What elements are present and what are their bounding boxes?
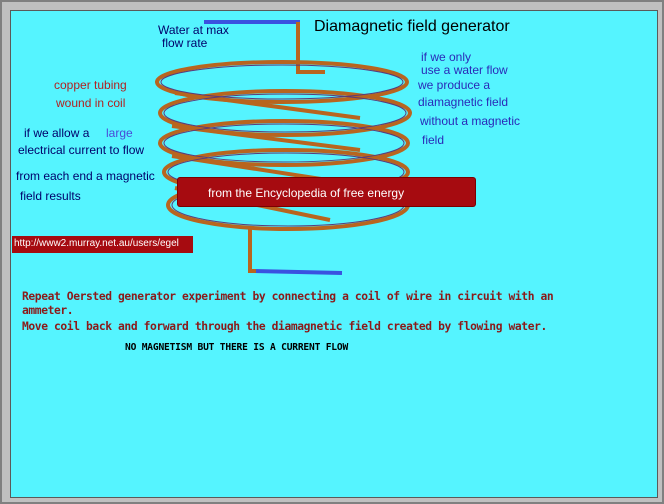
label-only-5: without a magnetic — [420, 114, 521, 128]
label-only-3: we produce a — [418, 78, 491, 92]
paragraph-line-2: ammeter. — [22, 304, 74, 317]
label-allow-2: electrical current to flow — [18, 143, 145, 157]
coil-shading — [160, 64, 407, 227]
outlet-tube — [248, 229, 256, 273]
feed-tube — [296, 22, 325, 74]
source-url[interactable]: http://www2.murray.net.au/users/egel — [14, 238, 179, 249]
url-box — [12, 236, 193, 253]
page-title: Diamagnetic field generator — [314, 18, 510, 35]
banner-text: from the Encyclopedia of free energy — [208, 186, 405, 200]
label-copper-2: wound in coil — [56, 96, 126, 110]
label-water-max-1: Water at max — [158, 23, 229, 37]
label-copper-1: copper tubing — [54, 78, 127, 92]
label-only-4: diamagnetic field — [418, 95, 509, 109]
banner-box — [178, 178, 475, 206]
paragraph-line-1: Repeat Oersted generator experiment by c… — [22, 290, 554, 303]
outlet-pipe — [253, 269, 343, 275]
paragraph-line-3: Move coil back and forward through the d… — [22, 320, 547, 333]
label-water-max-2: flow rate — [162, 36, 208, 50]
caps-statement: NO MAGNETISM BUT THERE IS A CURRENT FLOW — [125, 342, 349, 353]
label-allow-large: large — [106, 126, 133, 140]
label-only-2: use a water flow — [421, 63, 508, 77]
label-end-1: from each end a magnetic — [16, 169, 155, 183]
label-end-2: field results — [20, 189, 81, 203]
label-only-1: if we only — [421, 50, 472, 64]
label-only-6: field — [422, 133, 445, 147]
label-allow-1: if we allow a — [24, 126, 90, 140]
